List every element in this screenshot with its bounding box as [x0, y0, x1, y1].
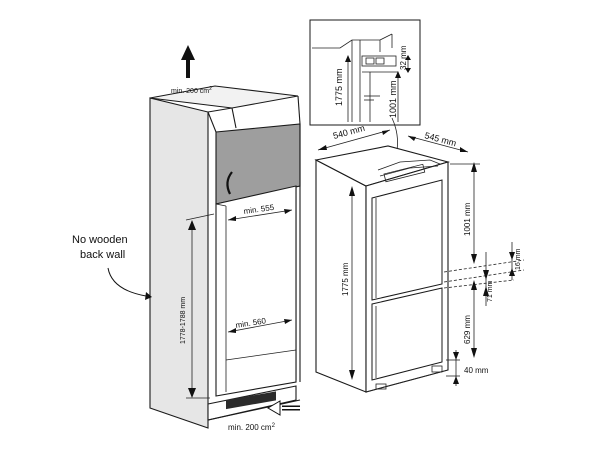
dim-min-555	[227, 209, 293, 221]
no-wooden-line2: back wall	[80, 249, 125, 261]
dim-min-560	[227, 319, 293, 333]
inset-door-label: 1001 mm	[388, 80, 398, 118]
inset-top-label: 32 mm	[399, 45, 408, 70]
vent-top-label: min. 200 cm2	[171, 86, 212, 95]
label-gap-16: 16 mm	[515, 248, 522, 270]
appliance	[314, 145, 451, 393]
cabinet	[149, 85, 301, 429]
inset-height-label: 1775 mm	[334, 68, 344, 106]
label-bottom-40: 40 mm	[464, 366, 489, 375]
dim-540	[317, 129, 391, 151]
door-handle	[226, 171, 233, 195]
no-wooden-line1: No wooden	[72, 234, 128, 246]
label-niche-height: 1778-1788 mm	[180, 297, 187, 344]
vent-bottom-label: min. 200 cm2	[228, 423, 276, 432]
dim-gap-16	[509, 242, 515, 280]
label-545: 545 mm	[423, 130, 457, 148]
plinth-vent-grille	[226, 391, 276, 410]
label-min-555: min. 555	[243, 203, 275, 216]
label-gap-71: 71 mm	[487, 280, 494, 302]
arrow-right-icon	[267, 400, 300, 416]
appliance-lower-door	[371, 287, 443, 381]
inset-detail	[309, 19, 421, 126]
appliance-upper-door	[371, 179, 443, 301]
dim-upper-door	[450, 162, 480, 264]
cabinet-niche	[215, 185, 297, 397]
label-lower-door: 629 mm	[463, 315, 472, 344]
dim-niche-height	[185, 213, 215, 399]
dim-545	[407, 135, 469, 153]
dim-gap-71	[483, 252, 489, 306]
curved-arrow-icon	[107, 267, 152, 300]
label-upper-door: 1001 mm	[463, 202, 472, 236]
arrow-up-icon	[181, 45, 195, 78]
label-appliance-height: 1775 mm	[341, 262, 350, 296]
dim-lower-door	[471, 280, 477, 358]
dim-bottom-40	[446, 350, 460, 386]
cabinet-side-panel	[149, 97, 209, 429]
dim-appliance-height	[349, 186, 355, 380]
